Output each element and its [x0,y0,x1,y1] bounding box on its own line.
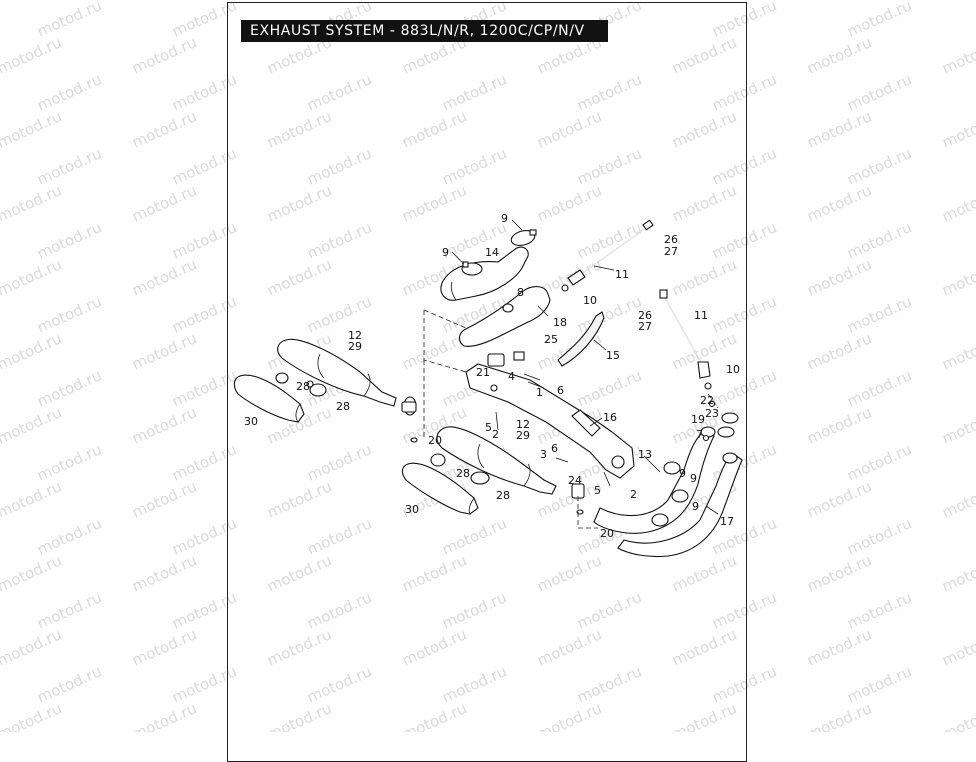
callout: 5 [594,484,601,497]
callout: 27 [638,320,652,333]
oxygen-sensor-upper [561,219,654,292]
callout: 29 [348,340,362,353]
callout: 19 [691,413,705,426]
callout: 20 [428,434,442,447]
callout: 30 [405,503,419,516]
callout: 2 [630,488,637,501]
mounting-hardware [401,351,611,515]
callout: 13 [638,448,652,461]
callout: 9 [679,467,686,480]
callout: 10 [726,363,740,376]
callout: 29 [516,429,530,442]
rear-header-clamp [461,261,483,276]
callout: 28 [296,380,310,393]
callout: 18 [553,316,567,329]
callout: 14 [485,246,499,259]
callout: 28 [336,400,350,413]
callout: 17 [720,515,734,528]
callout: 28 [496,489,510,502]
callout: 12 [348,329,362,342]
callout: 6 [557,384,564,397]
callout: 6 [551,442,558,455]
callout: 15 [606,349,620,362]
callout: 11 [694,309,708,322]
callout: 5 [485,421,492,434]
rear-header-pipe [440,246,529,301]
callout-labels: 9 9 14 26 27 11 8 10 18 26 27 11 12 29 2… [244,212,740,540]
front-header-pipe [593,426,716,534]
callout: 26 [664,233,678,246]
callout: 11 [615,268,629,281]
rear-header-pipe-lower [617,452,743,558]
callout: 9 [690,472,697,485]
muffler-mounting-bracket [465,363,635,479]
callout: 3 [540,448,547,461]
callout: 23 [705,407,719,420]
callout: 9 [692,500,699,513]
callout: 7 [696,428,703,441]
header-pipe-clamps [651,461,689,527]
callout: 8 [517,286,524,299]
callout: 12 [516,418,530,431]
callout: 16 [603,411,617,424]
lower-muffler [436,426,557,495]
exploded-parts-diagram: 9 9 14 26 27 11 8 10 18 26 27 11 12 29 2… [233,212,743,558]
callout: 20 [600,527,614,540]
callout: 28 [456,467,470,480]
lower-muffler-clamps [430,453,490,485]
callout: 22 [700,394,714,407]
callout: 1 [536,386,543,399]
callout: 10 [583,294,597,307]
upper-muffler-tip [233,374,305,423]
leader-lines [423,219,719,529]
callout: 2 [492,428,499,441]
callout: 25 [544,333,558,346]
page-title: EXHAUST SYSTEM - 883L/N/R, 1200C/CP/N/V [241,20,608,42]
callout: 24 [568,474,582,487]
oxygen-sensor-right [659,289,712,390]
exhaust-port-gaskets [702,400,739,442]
callout: 26 [638,309,652,322]
rear-exhaust-pipe-clamp [510,229,537,246]
callout: 9 [442,246,449,259]
callout: 30 [244,415,258,428]
callout: 21 [476,366,490,379]
callout: 27 [664,245,678,258]
upper-muffler-clamps [275,372,327,397]
header-heat-shield [557,311,605,367]
lower-muffler-tip [401,462,479,515]
callout: 9 [501,212,508,225]
callout: 4 [508,370,515,383]
